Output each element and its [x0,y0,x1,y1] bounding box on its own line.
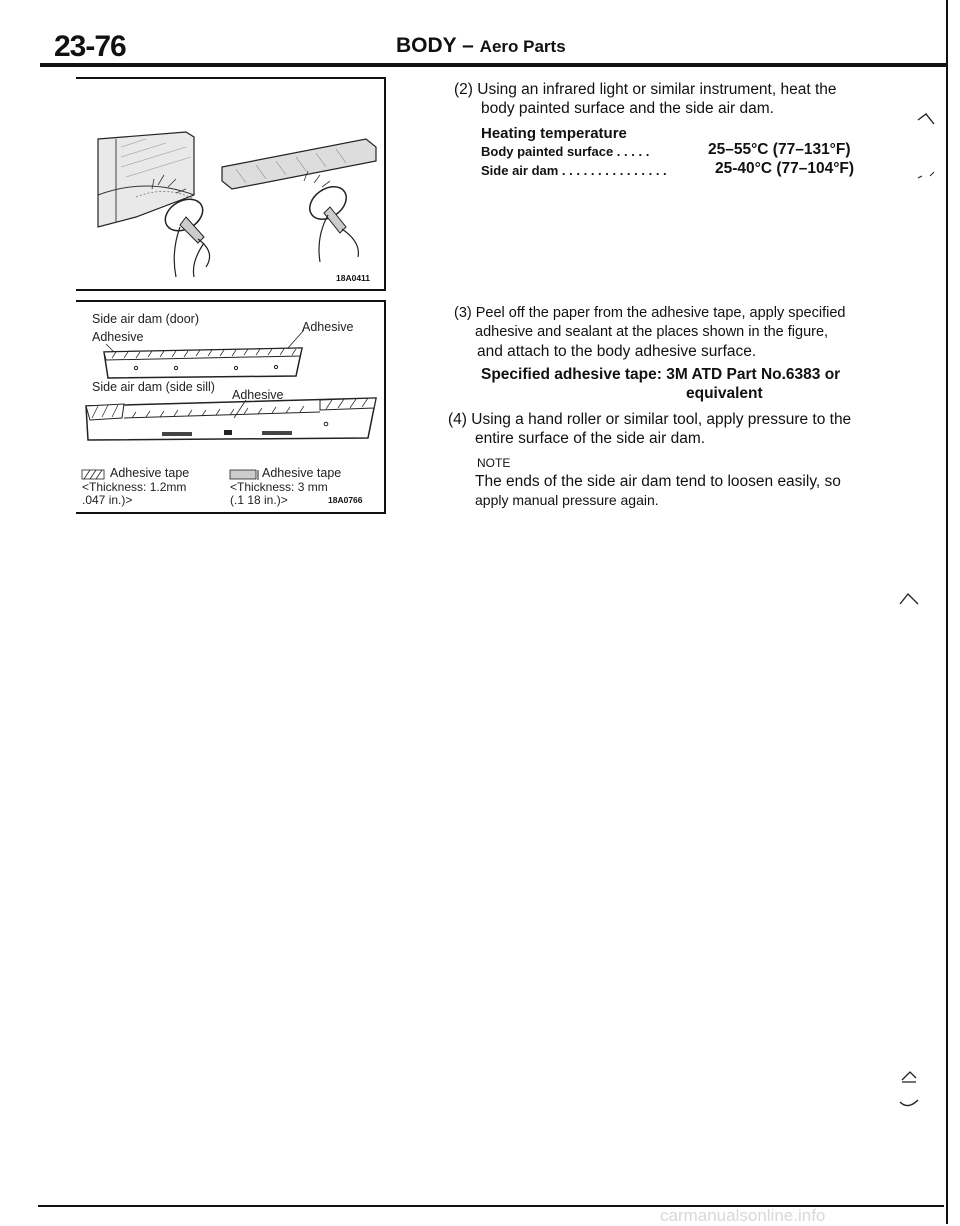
footer-rule [38,1205,944,1207]
figure2-id: 18A0766 [328,495,363,505]
figure1-top-border [76,77,386,79]
legend-a-label: Adhesive tape [110,466,190,480]
watermark: carmanualsonline.info [660,1206,826,1225]
legend-b-label: Adhesive tape [262,466,342,480]
side-dam-value: 25-40°C (77–104°F) [715,160,855,177]
step4-line1: (4) Using a hand roller or similar tool,… [448,411,852,428]
step2-line2: body painted surface and the side air da… [481,100,774,117]
page-title: BODY – Aero Parts [396,34,566,58]
heating-illustration [97,131,377,278]
legend-b-thickness: <Thickness: 3 mm [230,480,328,494]
sill-label: Side air dam (side sill) [92,380,215,394]
adhesive-right-label: Adhesive [302,320,354,334]
step3-line3: and attach to the body adhesive surface. [477,343,757,360]
tape-spec-line2: equivalent [686,385,763,402]
scan-mark-mid [899,593,919,605]
section-title: BODY [396,34,457,57]
note-label: NOTE [477,456,511,470]
figure-adhesive: Side air dam (door) Adhesive Adhesive [76,300,386,514]
legend-a-inch: .047 in.)> [82,493,133,507]
scan-mark-bottom [899,1071,919,1107]
tape-spec-line1: Specified adhesive tape: 3M ATD Part No.… [481,366,841,383]
figure-heating: 18A0411 [76,77,386,291]
step3-line1: (3) Peel off the paper from the adhesive… [454,305,846,321]
body-surface-value: 25–55°C (77–131°F) [708,141,851,158]
note-line2: apply manual pressure again. [475,492,659,508]
subsection-title: Aero Parts [479,37,566,56]
side-dam-label: Side air dam . . . . . . . . . . . . . .… [481,163,667,178]
adhesive-left-label: Adhesive [92,330,144,344]
page-number: 23-76 [54,30,127,63]
door-dam-drawing [81,329,377,480]
legend-b-inch: (.1 18 in.)> [230,493,288,507]
scan-mark-top [917,113,935,179]
legend-a-thickness: <Thickness: 1.2mm [82,480,187,494]
body-surface-label: Body painted surface . . . . . [481,144,650,159]
adhesive-sill-label: Adhesive [232,388,284,402]
step4-line2: entire surface of the side air dam. [475,430,706,447]
heating-label: Heating temperature [481,125,627,142]
title-dash: – [462,34,474,57]
figure2-top-border [76,300,386,302]
note-line1: The ends of the side air dam tend to loo… [475,473,841,490]
figure1-id: 18A0411 [336,273,371,283]
door-label: Side air dam (door) [92,312,199,326]
step3-line2: adhesive and sealant at the places shown… [475,324,829,340]
step2-line1: (2) Using an infrared light or similar i… [454,81,837,98]
header-rule [40,63,946,67]
right-margin-rule [946,0,948,1224]
